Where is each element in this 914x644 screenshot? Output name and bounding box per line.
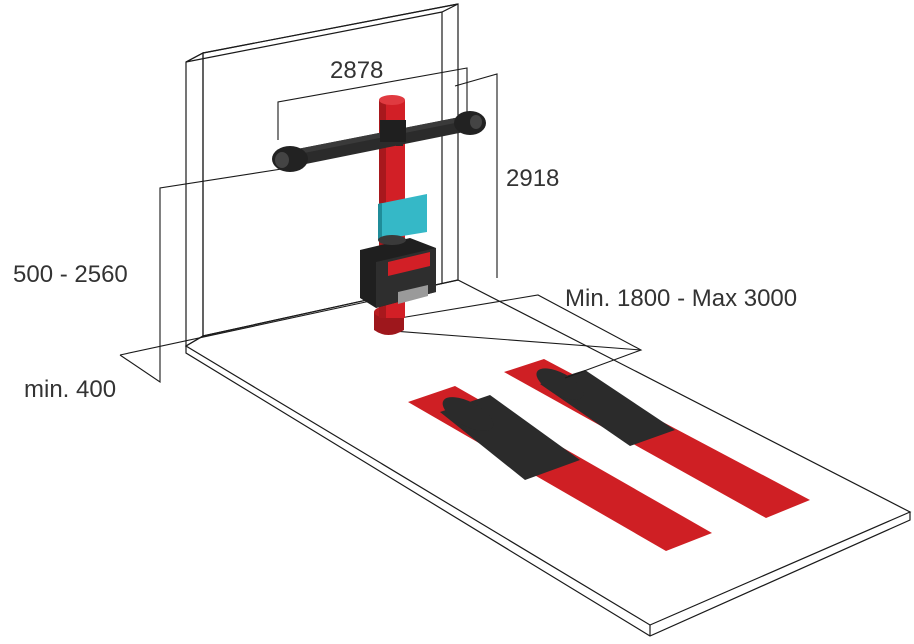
wall-distance-label: min. 400 (24, 376, 116, 403)
right-runway (504, 359, 810, 518)
camera-height-label: 500 - 2560 (13, 261, 128, 288)
console-unit (360, 235, 436, 308)
dimension-lines (119, 67, 643, 384)
left-runway (408, 386, 712, 551)
left-camera-pod (272, 146, 308, 172)
camera-beam (282, 115, 474, 168)
total-height-label: 2918 (506, 165, 559, 192)
track-width-label: Min. 1800 - Max 3000 (565, 285, 797, 312)
right-camera-pod (454, 111, 486, 135)
beam-width-label: 2878 (330, 57, 383, 84)
dimension-labels: 2878 2918 500 - 2560 min. 400 Min. 1800 … (13, 57, 797, 403)
calibration-target (378, 194, 427, 240)
